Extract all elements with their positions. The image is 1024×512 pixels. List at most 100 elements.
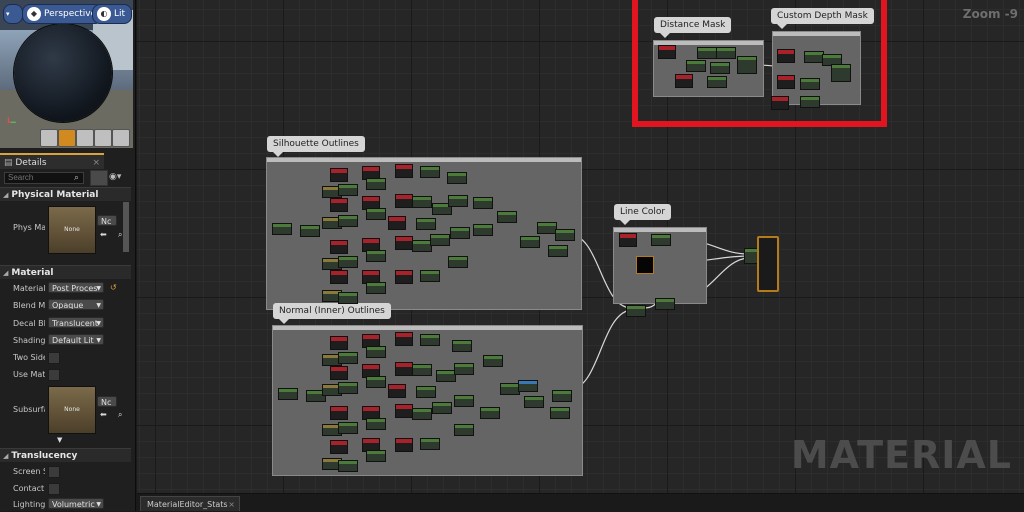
- graph-node[interactable]: [338, 352, 358, 364]
- shading-model-dropdown[interactable]: Default Lit▼: [48, 334, 104, 345]
- graph-node[interactable]: [338, 460, 358, 472]
- graph-node[interactable]: [800, 96, 820, 108]
- graph-node[interactable]: [416, 218, 436, 230]
- graph-node[interactable]: [552, 390, 572, 402]
- graph-node[interactable]: [330, 406, 348, 420]
- graph-node[interactable]: [300, 225, 320, 237]
- graph-node[interactable]: [447, 172, 467, 184]
- graph-node[interactable]: [675, 74, 693, 88]
- view-options-button[interactable]: [90, 170, 108, 186]
- viewport-options-button[interactable]: ▾: [3, 4, 23, 24]
- search-icon[interactable]: ⌕: [74, 173, 80, 183]
- graph-node[interactable]: [473, 197, 493, 209]
- graph-node[interactable]: [272, 223, 292, 235]
- lit-button[interactable]: ◐Lit: [92, 4, 133, 24]
- graph-node[interactable]: [330, 336, 348, 350]
- graph-node[interactable]: [412, 364, 432, 376]
- graph-node[interactable]: [416, 386, 436, 398]
- graph-node[interactable]: [366, 346, 386, 358]
- graph-node[interactable]: [388, 384, 406, 398]
- graph-node[interactable]: [483, 355, 503, 367]
- scrollbar[interactable]: [123, 202, 129, 252]
- comment-title-silhouette-outlines[interactable]: Silhouette Outlines: [267, 136, 365, 157]
- graph-node[interactable]: [306, 390, 326, 402]
- material-output-node[interactable]: [757, 236, 779, 292]
- decal-blend-dropdown[interactable]: Translucent▼: [48, 317, 104, 328]
- graph-node[interactable]: [330, 240, 348, 254]
- graph-node[interactable]: [432, 402, 452, 414]
- graph-node[interactable]: [454, 395, 474, 407]
- graph-node[interactable]: [362, 196, 380, 210]
- browse-icon[interactable]: ⌕: [118, 230, 123, 239]
- graph-node[interactable]: [395, 236, 413, 250]
- graph-node[interactable]: [452, 340, 472, 352]
- graph-node[interactable]: [366, 418, 386, 430]
- section-translucency[interactable]: ◢Translucency: [0, 448, 131, 462]
- preview-mesh-button[interactable]: [112, 129, 130, 147]
- two-sided-checkbox[interactable]: [48, 352, 60, 364]
- graph-node[interactable]: [804, 51, 824, 63]
- graph-node[interactable]: [537, 222, 557, 234]
- graph-node[interactable]: [322, 458, 342, 470]
- graph-node[interactable]: [520, 236, 540, 248]
- graph-node[interactable]: [395, 404, 413, 418]
- section-material[interactable]: ◢Material: [0, 265, 131, 279]
- graph-node[interactable]: [548, 245, 568, 257]
- preview-sphere-button[interactable]: [58, 129, 76, 147]
- graph-node[interactable]: [412, 196, 432, 208]
- graph-node[interactable]: [626, 305, 646, 317]
- graph-node[interactable]: [448, 195, 468, 207]
- graph-node[interactable]: [555, 229, 575, 241]
- close-icon[interactable]: ×: [92, 158, 100, 168]
- graph-node[interactable]: [366, 282, 386, 294]
- graph-node[interactable]: [500, 383, 520, 395]
- graph-node[interactable]: [322, 354, 342, 366]
- preview-viewport[interactable]: ▾ ◆Perspective ◐Lit ┗━: [0, 0, 133, 148]
- graph-node[interactable]: [518, 380, 538, 392]
- graph-node[interactable]: [524, 396, 544, 408]
- graph-node[interactable]: [330, 168, 348, 182]
- graph-node[interactable]: [338, 215, 358, 227]
- material-domain-dropdown[interactable]: Post Proces▼: [48, 282, 104, 293]
- graph-node[interactable]: [420, 270, 440, 282]
- tab-details[interactable]: ▤ Details ×: [0, 153, 104, 169]
- graph-node[interactable]: [366, 450, 386, 462]
- graph-node[interactable]: [497, 211, 517, 223]
- use-material-attributes-checkbox[interactable]: [48, 369, 60, 381]
- comment-title-custom-depth-mask[interactable]: Custom Depth Mask: [771, 8, 874, 29]
- graph-node[interactable]: [366, 376, 386, 388]
- graph-node[interactable]: [831, 64, 851, 82]
- graph-node[interactable]: [395, 332, 413, 346]
- graph-node[interactable]: [395, 438, 413, 452]
- graph-node[interactable]: [322, 258, 342, 270]
- graph-node[interactable]: [366, 178, 386, 190]
- graph-node[interactable]: [412, 240, 432, 252]
- phys-mat-thumbnail[interactable]: None: [48, 206, 96, 254]
- graph-node[interactable]: [395, 164, 413, 178]
- graph-node[interactable]: [436, 370, 456, 382]
- perspective-button[interactable]: ◆Perspective: [22, 4, 104, 24]
- graph-node[interactable]: [395, 270, 413, 284]
- graph-node[interactable]: [338, 382, 358, 394]
- graph-node[interactable]: [278, 388, 298, 400]
- eye-icon[interactable]: ◉▾: [109, 172, 122, 182]
- contact-shadows-checkbox[interactable]: [48, 483, 60, 495]
- graph-node[interactable]: [330, 198, 348, 212]
- graph-node[interactable]: [619, 233, 637, 247]
- comment-title-normal-outlines[interactable]: Normal (Inner) Outlines: [273, 303, 391, 324]
- graph-node[interactable]: [448, 256, 468, 268]
- graph-node[interactable]: [454, 363, 474, 375]
- graph-node[interactable]: [716, 47, 736, 59]
- subsurface-thumbnail[interactable]: None: [48, 386, 96, 434]
- graph-node[interactable]: [330, 270, 348, 284]
- graph-node[interactable]: [737, 56, 757, 74]
- graph-node[interactable]: [777, 75, 795, 89]
- graph-node[interactable]: [395, 362, 413, 376]
- screen-space-reflections-checkbox[interactable]: [48, 466, 60, 478]
- blend-mode-dropdown[interactable]: Opaque▼: [48, 299, 104, 310]
- graph-node[interactable]: [338, 184, 358, 196]
- section-physical-material[interactable]: ◢Physical Material: [0, 187, 131, 201]
- comment-title-line-color[interactable]: Line Color: [614, 204, 672, 225]
- lighting-mode-dropdown[interactable]: Volumetric▼: [48, 498, 104, 509]
- graph-node[interactable]: [338, 422, 358, 434]
